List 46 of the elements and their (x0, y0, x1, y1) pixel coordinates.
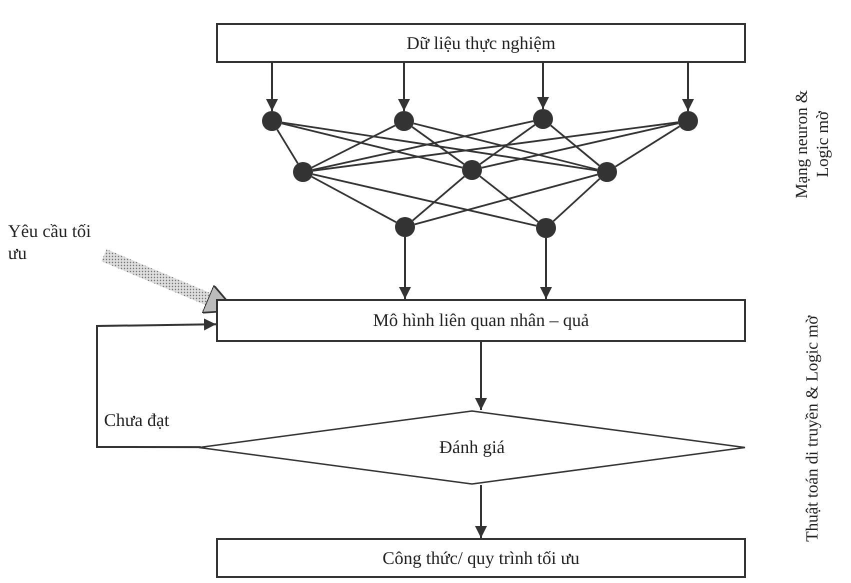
connection-line (550, 124, 600, 166)
connection-line (312, 120, 534, 171)
arrow (475, 485, 487, 538)
connection-line (614, 126, 680, 168)
connection-line (480, 124, 536, 165)
process-box (216, 23, 746, 63)
node-text: Công thức/ quy trình tối ưu (382, 546, 580, 570)
node-text: Đánh giá (439, 436, 505, 459)
connection-line (312, 124, 396, 168)
neuron-circle (262, 111, 282, 131)
node-text: Dữ liệu thực nghiệm (406, 32, 556, 54)
connection-line (413, 122, 598, 170)
connection-line (412, 126, 464, 165)
connection-line (312, 121, 678, 172)
connection-line (412, 176, 465, 222)
process-box (216, 538, 746, 578)
neuron-circle (462, 160, 482, 180)
connection-line (276, 129, 299, 164)
arrow (475, 342, 487, 410)
connection-line (311, 176, 397, 224)
node-text: Mô hình liên quan nhân – quả (373, 309, 589, 332)
connection-line (414, 174, 598, 226)
arrow (399, 237, 411, 299)
neuron-circle (533, 109, 553, 129)
neuron-circle (394, 111, 414, 131)
process-box (216, 299, 746, 342)
neuron-circle (293, 162, 313, 182)
connection-line (282, 122, 462, 168)
neuron-circle (678, 111, 698, 131)
connection-line (282, 122, 598, 172)
arrow (398, 63, 410, 111)
connection-line (479, 175, 539, 223)
neuron-circle (536, 218, 556, 238)
connection-line (312, 173, 536, 227)
arrow (682, 63, 694, 111)
side-label: Mạng neuron & Logic mờ (790, 88, 833, 201)
connection-line (482, 122, 678, 169)
arrow (266, 63, 278, 111)
arrow (540, 238, 552, 299)
input-label: Yêu cầu tối ưu (8, 220, 92, 264)
neuron-circle (597, 162, 617, 182)
side-label: Thuật toán di truyền & Logic mờ (801, 314, 822, 544)
arrow (96, 318, 216, 448)
arrow (537, 63, 549, 109)
connection-line (552, 178, 600, 222)
neuron-circle (395, 217, 415, 237)
